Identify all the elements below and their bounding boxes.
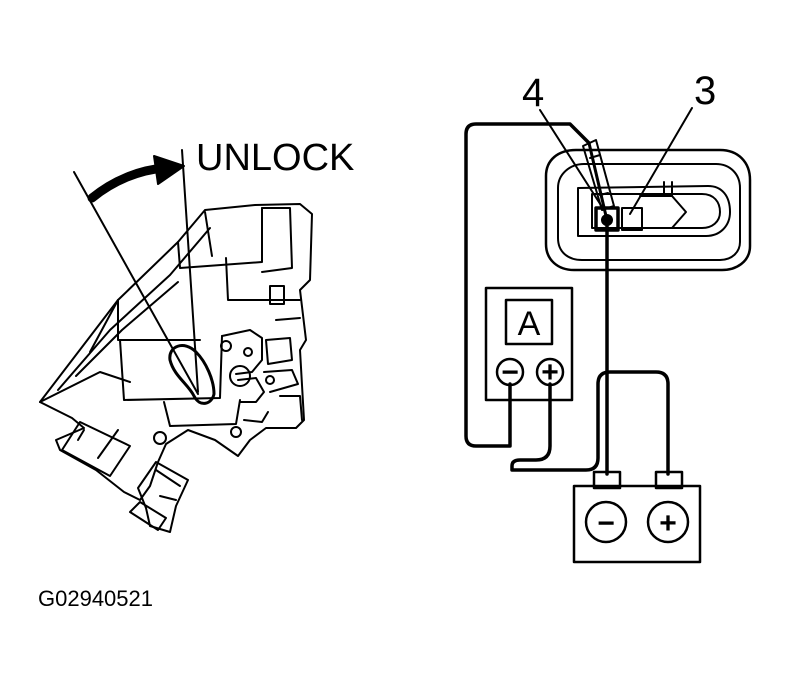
test-probe	[582, 139, 615, 218]
ammeter	[484, 286, 574, 402]
terminal-label-4: 4	[522, 71, 544, 115]
door-lock-assembly	[39, 149, 313, 533]
unlock-arrow	[87, 155, 185, 203]
terminal-label-3: 3	[694, 69, 716, 113]
battery	[572, 470, 702, 564]
leader-line-4	[539, 109, 605, 211]
unlock-label: UNLOCK	[196, 137, 354, 179]
battery-plus-sign: +	[659, 507, 677, 540]
ammeter-plus-sign: +	[541, 356, 559, 389]
wiring	[464, 122, 670, 476]
ammeter-minus-sign: −	[501, 356, 519, 389]
ammeter-label: A	[518, 305, 541, 343]
figure-id: G02940521	[38, 586, 153, 611]
battery-minus-sign: −	[597, 507, 615, 540]
leader-line-3	[629, 107, 693, 215]
